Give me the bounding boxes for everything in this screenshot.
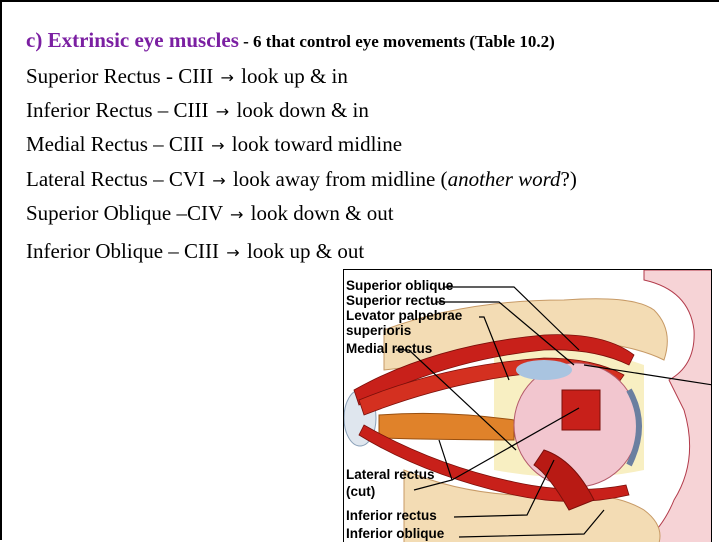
muscle-name: Medial Rectus – CIII bbox=[26, 132, 204, 156]
title-separator: - bbox=[238, 32, 254, 51]
muscle-name: Lateral Rectus – CVI bbox=[26, 167, 206, 191]
muscle-action-tail: ?) bbox=[560, 167, 577, 191]
eye-anatomy-illustration bbox=[344, 270, 711, 542]
muscle-line-inferior-rectus: Inferior Rectus – CIII → look down & in bbox=[26, 98, 369, 123]
muscle-action: look toward midline bbox=[231, 132, 403, 156]
muscle-line-inferior-oblique: Inferior Oblique – CIII → look up & out bbox=[26, 239, 364, 264]
muscle-action: look up & out bbox=[246, 239, 365, 263]
muscle-action-italic: another word bbox=[447, 167, 561, 191]
label-lateral-rectus: Lateral rectus bbox=[346, 467, 435, 482]
label-superior-rectus: Superior rectus bbox=[346, 293, 446, 308]
slide-title: c) Extrinsic eye muscles - 6 that contro… bbox=[26, 28, 555, 53]
eye-muscles-figure: Superior oblique Superior rectus Levator… bbox=[343, 269, 712, 542]
label-levator-palpebrae: Levator palpebrae bbox=[346, 308, 463, 323]
muscle-action: look down & out bbox=[250, 201, 394, 225]
title-main: c) Extrinsic eye muscles bbox=[26, 28, 239, 52]
label-inferior-oblique: Inferior oblique bbox=[346, 526, 445, 541]
muscle-name: Inferior Oblique – CIII bbox=[26, 239, 220, 263]
muscle-line-superior-rectus: Superior Rectus - CIII → look up & in bbox=[26, 64, 348, 89]
arrow-right-icon: → bbox=[212, 171, 226, 190]
arrow-right-icon: → bbox=[226, 243, 240, 262]
arrow-right-icon: → bbox=[211, 136, 225, 155]
label-superior-oblique: Superior oblique bbox=[346, 278, 454, 293]
muscle-line-superior-oblique: Superior Oblique –CIV → look down & out bbox=[26, 201, 394, 226]
muscle-action: look down & in bbox=[236, 98, 369, 122]
muscle-name: Superior Oblique –CIV bbox=[26, 201, 223, 225]
arrow-right-icon: → bbox=[215, 102, 230, 121]
arrow-right-icon: → bbox=[230, 205, 244, 224]
muscle-name: Superior Rectus - CIII bbox=[26, 64, 214, 88]
muscle-action: look up & in bbox=[241, 64, 348, 88]
title-subtitle: 6 that control eye movements (Table 10.2… bbox=[253, 32, 555, 51]
muscle-action: look away from midline ( bbox=[232, 167, 448, 191]
muscle-line-lateral-rectus: Lateral Rectus – CVI → look away from mi… bbox=[26, 167, 577, 192]
muscle-line-medial-rectus: Medial Rectus – CIII → look toward midli… bbox=[26, 132, 402, 157]
label-cut: (cut) bbox=[346, 484, 376, 499]
arrow-right-icon: → bbox=[220, 68, 234, 87]
muscle-name: Inferior Rectus – CIII bbox=[26, 98, 209, 122]
label-inferior-rectus: Inferior rectus bbox=[346, 508, 437, 523]
label-superioris: superioris bbox=[346, 323, 412, 338]
label-medial-rectus: Medial rectus bbox=[346, 341, 433, 356]
